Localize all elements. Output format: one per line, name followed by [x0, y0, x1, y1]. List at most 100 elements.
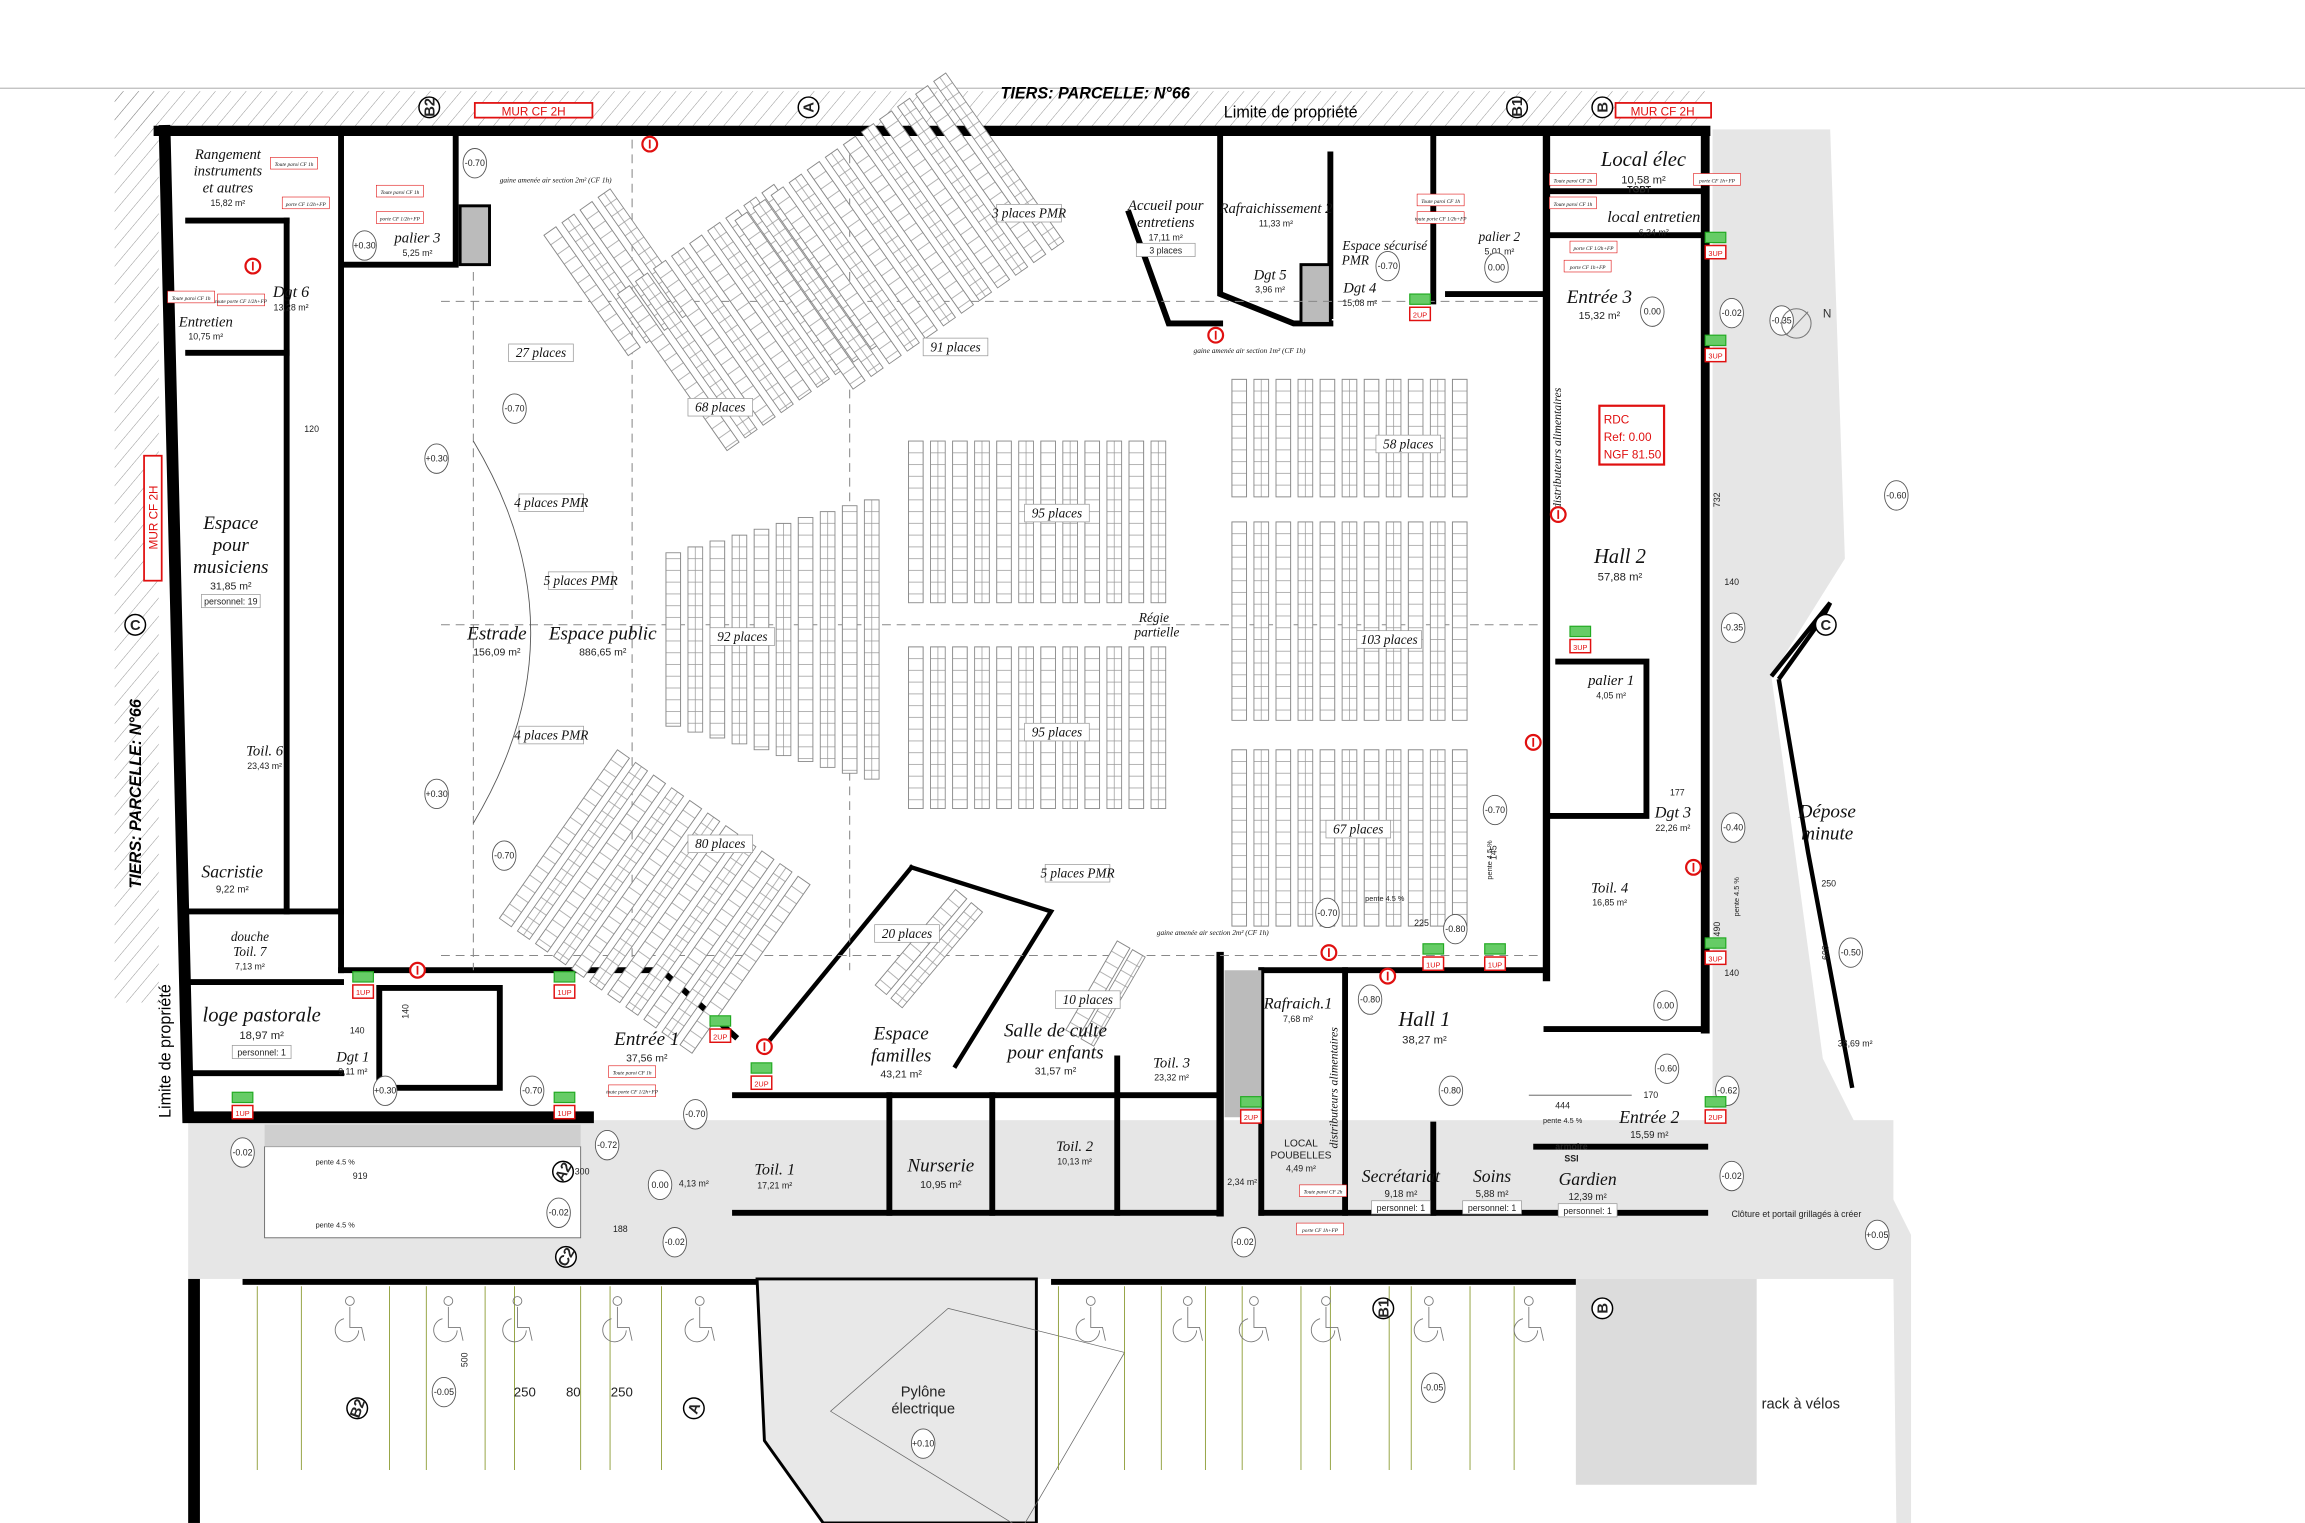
level-ngf: NGF 81.50 — [1604, 449, 1662, 462]
seat-row — [908, 440, 924, 604]
room-name: Espace — [873, 1023, 930, 1044]
seat-count: 10 places — [1063, 992, 1113, 1007]
parcel-label-left: TIERS: PARCELLE: N°66 — [127, 698, 145, 888]
seat-count-label: 80 places — [687, 834, 754, 854]
seat-row — [930, 440, 946, 604]
emergency-light-icon — [1409, 293, 1431, 305]
room: Hall 138,27 m² — [1397, 1009, 1450, 1046]
section-marker-label: B2 — [348, 1397, 369, 1420]
level-marker: +0.10 — [910, 1428, 936, 1459]
fire-wall-tag: MUR CF 2H — [473, 102, 594, 119]
level-name: RDC — [1604, 413, 1630, 426]
fire-rating-text: toute porte CF 1/2h+FP — [1415, 217, 1468, 223]
seat-count-label: 68 places — [687, 398, 754, 417]
level-marker: -0.50 — [1838, 937, 1863, 968]
seat-row — [571, 799, 703, 978]
section-marker-icon: A — [797, 96, 820, 119]
wheelchair-icon — [502, 1296, 533, 1343]
room: Entrée 315,32 m² — [1566, 287, 1632, 322]
fire-rating-note: Toute paroi CF 1h — [1416, 193, 1465, 207]
seat-row — [1341, 378, 1358, 498]
seat-row — [687, 546, 704, 733]
emergency-light-icon — [231, 1091, 254, 1104]
fire-rating-note: porte CF 1h+FP — [1296, 1222, 1344, 1236]
room: Toil. 416,85 m² — [1591, 880, 1629, 907]
seat-row — [1451, 749, 1468, 927]
level-value: 0.00 — [1488, 263, 1505, 273]
emergency-light-icon — [553, 1091, 576, 1104]
room-area: 10,75 m² — [188, 332, 223, 342]
room-area: 4,49 m² — [1286, 1164, 1316, 1174]
fire-rating-note: porte CF 1h+FP — [1693, 173, 1741, 186]
seat-count: 5 places PMR — [544, 573, 618, 588]
room-name: Rafraich.1 — [1263, 995, 1333, 1012]
room-area: 23,32 m² — [1154, 1072, 1189, 1082]
property-limit-top: Limite de propriété — [1224, 104, 1358, 122]
level-marker: -0.05 — [431, 1376, 457, 1408]
level-value: 0.00 — [1657, 1000, 1674, 1010]
exit-door-tag: 2UP — [1704, 1096, 1727, 1124]
seat-row — [908, 646, 924, 809]
seat-count-label: 27 places — [508, 343, 574, 363]
room-area: 10,95 m² — [920, 1179, 962, 1191]
seat-row — [1106, 440, 1123, 604]
room: Toil. 117,21 m² — [754, 1162, 795, 1191]
room-name: et autres — [203, 181, 254, 197]
level-value: 0.00 — [651, 1180, 668, 1190]
exit-door-label: 1UP — [1488, 960, 1502, 969]
fire-rating-text: Toute paroi CF 1h — [1421, 199, 1460, 205]
level-value: -0.02 — [233, 1147, 253, 1157]
annotation: TGBT — [1627, 185, 1652, 195]
dimension-label: 600 — [1821, 945, 1831, 960]
seat-block — [908, 646, 1167, 809]
room: Toil. 323,32 m² — [1153, 1055, 1190, 1082]
seat-count-label: 20 places — [874, 924, 940, 943]
fire-rating-text: Toute paroi CF 1h — [613, 1071, 652, 1077]
room-name: Entretien — [178, 314, 233, 330]
room-area: 7,68 m² — [1283, 1014, 1313, 1024]
seat-count: 4 places PMR — [514, 495, 588, 510]
dimension-label: 490 — [1712, 922, 1722, 937]
level-value: -0.02 — [1234, 1237, 1254, 1247]
level-marker: -0.60 — [1884, 480, 1909, 511]
seat-count: 95 places — [1032, 505, 1082, 520]
fire-rating-text: porte CF 1h+FP — [1698, 178, 1736, 184]
seat-row — [652, 259, 776, 426]
annotation: 2,34 m² — [1227, 1177, 1257, 1187]
room: palier 14,05 m² — [1587, 673, 1634, 700]
seat-row — [1231, 521, 1248, 721]
room-name: Toil. 1 — [754, 1162, 795, 1179]
room-personnel: personnel: 1 — [1563, 1206, 1612, 1216]
exit-door-label: 1UP — [557, 988, 571, 997]
seat-count: 68 places — [695, 400, 745, 415]
emergency-light-icon — [1422, 943, 1445, 955]
section-marker-icon: B — [1591, 1297, 1614, 1320]
level-marker: -0.80 — [1357, 984, 1383, 1015]
room-name: Sacristie — [201, 862, 263, 882]
level-value: -0.60 — [1657, 1064, 1677, 1074]
room-area: 6,34 m² — [1639, 228, 1669, 238]
seat-row — [930, 646, 946, 809]
fire-extinguisher-icon — [1320, 944, 1338, 962]
room-name: musiciens — [193, 557, 268, 578]
exit-door-label: 2UP — [1708, 1113, 1722, 1122]
level-value: -0.70 — [522, 1086, 542, 1096]
annotation: partielle — [1134, 625, 1180, 640]
room-area: 17,11 m² — [1149, 232, 1183, 242]
dimension-label: 177 — [1670, 787, 1685, 797]
seat-count-label: 3 places PMR — [991, 203, 1066, 223]
exit-door-label: 2UP — [713, 1032, 727, 1041]
seat-row — [1341, 521, 1358, 721]
room-name: Entrée 3 — [1566, 287, 1632, 308]
seat-row — [498, 749, 631, 928]
seat-row — [1253, 521, 1270, 721]
level-marker: -0.02 — [1231, 1227, 1256, 1258]
room-name: Local élec — [1600, 149, 1686, 171]
fire-extinguisher-icon — [641, 135, 659, 153]
seat-row — [534, 774, 667, 953]
